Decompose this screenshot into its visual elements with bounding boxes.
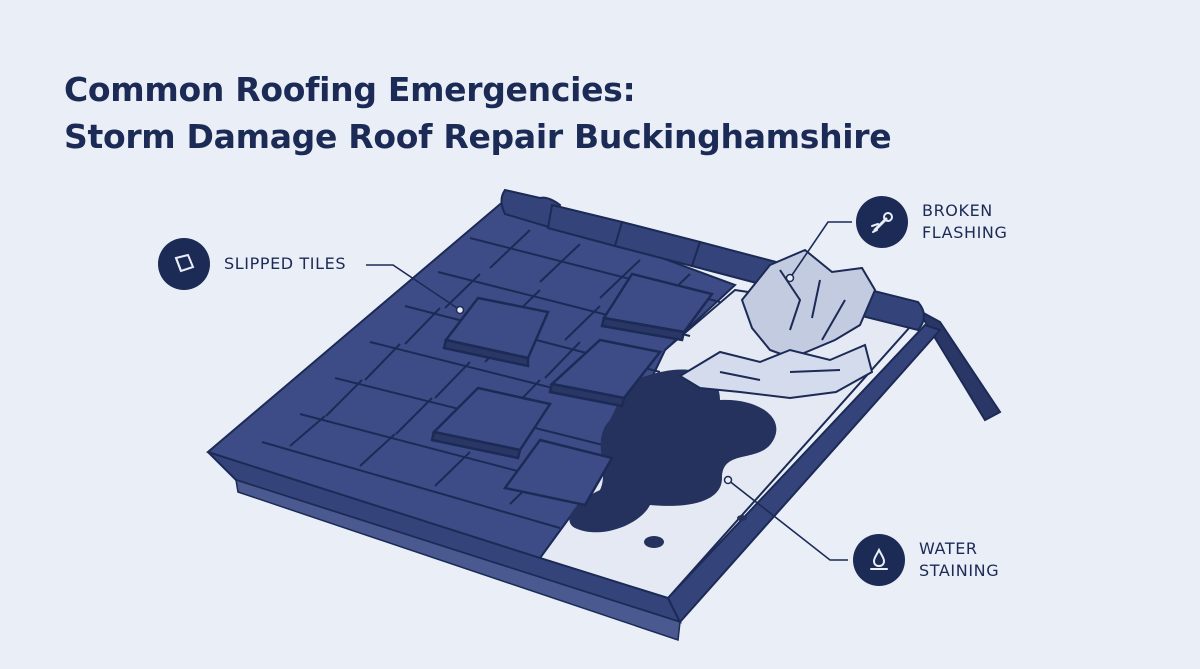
leader-lines xyxy=(366,221,852,561)
callout-broken-flashing: BROKEN FLASHING xyxy=(856,196,1008,248)
title-line-2: Storm Damage Roof Repair Buckinghamshire xyxy=(64,117,892,156)
broken-flashing xyxy=(678,248,877,400)
flashing-leader-dot xyxy=(785,273,795,283)
water-stain xyxy=(569,369,777,533)
roof-side-edge xyxy=(666,323,942,624)
water-staining-label-2: STAINING xyxy=(919,561,1000,580)
callout-slipped-tiles: SLIPPED TILES xyxy=(158,238,346,290)
ridge-tiles xyxy=(500,188,925,332)
gable-edge xyxy=(915,307,1002,422)
broken-flashing-label-1: BROKEN xyxy=(922,201,993,220)
slipped-leader-dot xyxy=(455,305,465,315)
slipped-tiles xyxy=(430,272,715,507)
slipped-tiles-label: SLIPPED TILES xyxy=(224,254,347,273)
flashing-leader xyxy=(789,221,852,279)
eave-board xyxy=(235,478,681,642)
water-staining-label-1: WATER xyxy=(919,539,978,558)
broken-flashing-label-2: FLASHING xyxy=(922,223,1008,242)
slipped-tile-icon xyxy=(158,238,210,290)
callout-water-staining: WATER STAINING xyxy=(853,534,999,586)
staining-leader xyxy=(727,479,848,561)
wrench-flashing-icon xyxy=(856,196,908,248)
slipped-leader xyxy=(366,264,461,311)
water-drop-icon xyxy=(853,534,905,586)
page-title: Common Roofing Emergencies: Storm Damage… xyxy=(64,66,892,160)
stain-drop xyxy=(644,536,664,548)
stain-drop-small xyxy=(737,515,747,521)
title-line-1: Common Roofing Emergencies: xyxy=(64,70,636,109)
staining-leader-dot xyxy=(723,475,733,485)
